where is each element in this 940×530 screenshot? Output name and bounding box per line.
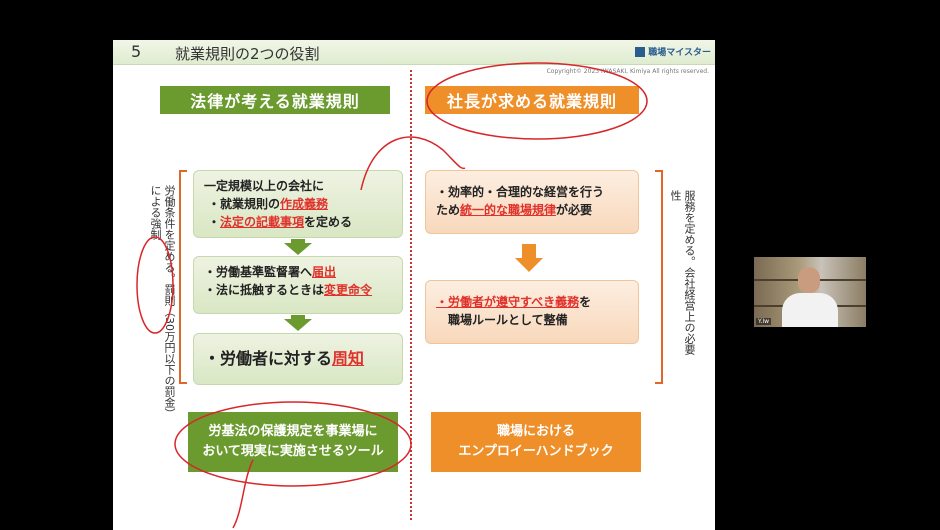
left-column-header: 法律が考える就業規則 — [160, 86, 390, 114]
right-bottom-line1: 職場における — [496, 424, 575, 439]
legal-requirement-box: 一定規模以上の会社に ・就業規則の作成義務 ・法定の記載事項を定める — [193, 170, 403, 238]
brand-logo: 職場マイスター — [635, 45, 711, 58]
column-divider — [410, 70, 412, 520]
right-bottom-line2: エンプロイーハンドブック — [458, 444, 614, 459]
left-bracket — [179, 170, 187, 384]
slide-title: 就業規則の2つの役割 — [175, 45, 320, 63]
workplace-rules-box: ・労働者が遵守すべき義務を 職場ルールとして整備 — [425, 280, 639, 344]
right-column-header: 社長が求める就業規則 — [425, 86, 639, 114]
notification-box: ・労働者に対する周知 — [193, 333, 403, 385]
worker-duty-highlight: ・労働者が遵守すべき義務 — [436, 295, 580, 309]
down-arrow-stem — [291, 239, 305, 243]
presenter-avatar — [798, 267, 820, 293]
presenter-body — [782, 293, 838, 327]
copyright-text: Copyright© 2023 IWASAKI, Kimiya All righ… — [546, 68, 709, 75]
management-need-box: ・効率的・合理的な経営を行う ため統一的な職場規律が必要 — [425, 170, 639, 234]
left-side-label: 労働条件を定める。罰則（30万円以下の罰金）による強制 — [149, 185, 176, 419]
management-need-line2-suffix: が必要 — [556, 203, 593, 217]
slide-number: 5 — [131, 42, 142, 61]
legal-requirement-line3-suffix: を定める — [304, 215, 353, 229]
right-side-label: 服務を定める。会社経営上の必要性 — [669, 190, 696, 355]
filing-box: ・労働基準監督署へ届出 ・法に抵触するときは変更命令 — [193, 256, 403, 314]
down-arrow-stem — [291, 315, 305, 319]
down-arrow-stem — [522, 244, 536, 258]
legal-requirement-line1: 一定規模以上の会社に — [204, 179, 325, 193]
management-need-line2-prefix: ため — [436, 203, 461, 217]
down-arrow-icon — [515, 258, 543, 272]
workplace-discipline-highlight: 統一的な職場規律 — [460, 203, 557, 217]
right-bracket — [655, 170, 663, 384]
left-bottom-box: 労基法の保護規定を事業場に おいて現実に実施させるツール — [188, 412, 398, 472]
annotation-circle-side-label — [136, 236, 174, 334]
filing-line2-prefix: ・法に抵触するときは — [204, 283, 325, 297]
legal-requirement-line3-prefix: ・ — [208, 215, 221, 229]
annotation-stroke — [232, 459, 254, 529]
workplace-rules-line1-suffix: を — [579, 295, 592, 309]
logo-mark-icon — [635, 46, 646, 57]
notification-prefix: ・労働者に対する — [204, 349, 333, 368]
management-need-line1: ・効率的・合理的な経営を行う — [436, 185, 605, 199]
down-arrow-icon — [284, 319, 312, 331]
workplace-rules-line2: 職場ルールとして整備 — [448, 313, 568, 327]
down-arrow-icon — [284, 243, 312, 255]
presenter-webcam: Y.Iw — [754, 257, 866, 327]
webcam-name-label: Y.Iw — [756, 318, 772, 325]
filing-highlight: 届出 — [312, 265, 337, 279]
creation-duty-highlight: 作成義務 — [280, 197, 329, 211]
filing-line1-prefix: ・労働基準監督署へ — [204, 265, 313, 279]
left-bottom-line2: おいて現実に実施させるツール — [202, 444, 384, 459]
logo-text: 職場マイスター — [648, 48, 711, 58]
slide-title-bar: 5 就業規則の2つの役割 職場マイスター — [113, 40, 715, 65]
annotation-circle-right-header — [426, 62, 648, 140]
annotation-circle-left-bottom — [174, 401, 412, 487]
legal-requirement-line2-prefix: ・就業規則の — [208, 197, 281, 211]
pen-annotations — [136, 62, 648, 529]
notification-highlight: 周知 — [332, 349, 365, 368]
presentation-slide: 5 就業規則の2つの役割 職場マイスター Copyright© 2023 IWA… — [113, 40, 715, 530]
right-bottom-box: 職場における エンプロイーハンドブック — [431, 412, 641, 472]
left-bottom-line1: 労基法の保護規定を事業場に — [208, 424, 378, 439]
change-order-highlight: 変更命令 — [324, 283, 373, 297]
statutory-items-highlight: 法定の記載事項 — [220, 215, 305, 229]
annotation-curve — [360, 136, 466, 191]
